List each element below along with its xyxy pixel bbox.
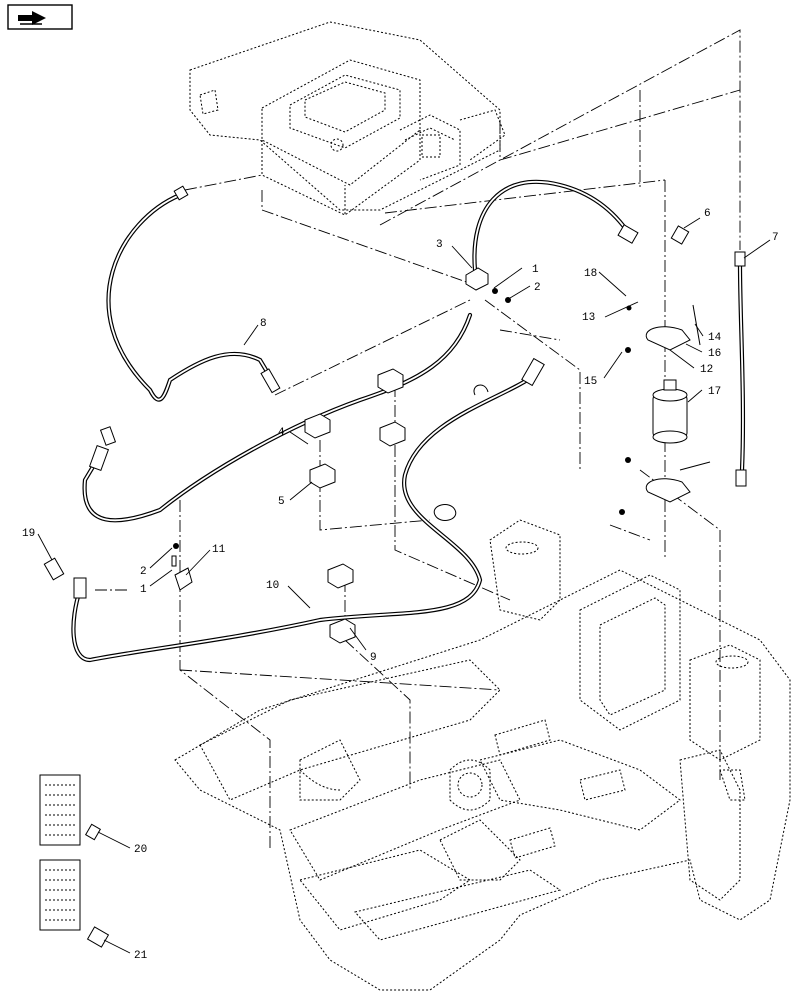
hose-8 (106, 185, 281, 402)
callout-21: 21 (134, 950, 148, 962)
callout-labels: 1 2 3 4 5 6 7 8 9 10 11 12 13 14 15 16 1… (22, 208, 779, 962)
callout-2-lower: 2 (140, 566, 147, 578)
callout-2-upper: 2 (534, 282, 541, 294)
callout-3: 3 (436, 239, 443, 251)
page-forward-arrow-icon (18, 11, 46, 25)
clamp-blocks (43, 225, 690, 644)
page-forward-button[interactable] (7, 4, 73, 30)
hose-4 (82, 312, 473, 523)
callout-6: 6 (704, 208, 711, 220)
callout-8: 8 (260, 318, 267, 330)
callout-9: 9 (370, 652, 377, 664)
callout-15: 15 (584, 376, 597, 388)
inline-filter-assembly (619, 304, 711, 515)
upper-housing (189, 21, 506, 216)
callout-16: 16 (708, 348, 721, 360)
callout-17: 17 (708, 386, 721, 398)
callout-14: 14 (708, 332, 722, 344)
connector-plugs (39, 774, 110, 948)
callout-12: 12 (700, 364, 713, 376)
callout-5: 5 (278, 496, 285, 508)
callout-19: 19 (22, 528, 35, 540)
callout-1-lower: 1 (140, 584, 147, 596)
hose-7 (734, 251, 747, 487)
callout-10: 10 (266, 580, 279, 592)
callout-13: 13 (582, 312, 595, 324)
callout-11: 11 (212, 544, 226, 556)
callout-18: 18 (584, 268, 597, 280)
callout-7: 7 (772, 232, 779, 244)
callout-4: 4 (278, 427, 285, 439)
callout-20: 20 (134, 844, 147, 856)
hose-10 (71, 357, 545, 663)
callout-1-upper: 1 (532, 264, 539, 276)
assembly-chain-lines (95, 29, 741, 850)
callout-leaders (37, 217, 771, 954)
hose-3 (472, 179, 639, 273)
